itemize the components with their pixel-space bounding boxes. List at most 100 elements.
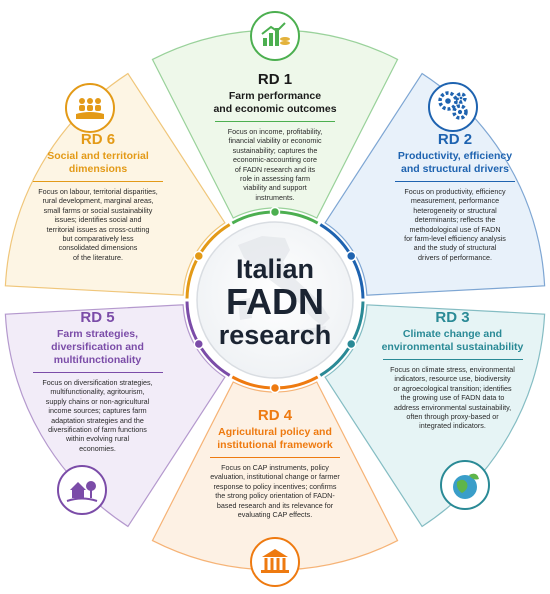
rd4-desc-line: evaluation, institutional change or farm…: [210, 472, 340, 482]
rd4-desc-line: evaluating CAP effects.: [237, 510, 313, 520]
rd6-desc-line: but comparatively less: [62, 234, 134, 244]
rd3-desc-line: often through proxy-based or: [406, 412, 499, 422]
rd6-title: Social and territorial dimensions: [8, 150, 188, 176]
rd2-ring-dot: [345, 250, 357, 262]
rd1-desc-line: viability and support: [243, 183, 307, 193]
rd5-desc-line: supply chains or non-agricultural: [45, 396, 150, 406]
rd6-desc-line: rural development, marginal areas,: [42, 196, 154, 206]
rd3-desc-line: integrated indicators.: [419, 421, 486, 431]
rd2-panel: RD 2 Productivity, efficiency and struct…: [370, 132, 540, 262]
rd5-title-line: multifunctionality: [53, 354, 142, 366]
rd1-divider: [215, 121, 335, 122]
rd1-sector: [151, 29, 399, 219]
rd5-description: Focus on diversification strategies, mul…: [10, 378, 185, 453]
center-title-line2: FADN: [226, 281, 324, 322]
rd4-desc-line: Focus on CAP instruments, policy: [221, 463, 329, 472]
rd6-title-line: Social and territorial: [47, 150, 149, 162]
rd1-title-line: and economic outcomes: [213, 103, 337, 115]
rd5-divider: [32, 372, 163, 373]
rd2-title: Productivity, efficiency and structural …: [370, 150, 540, 176]
rd6-desc-line: small farms or social sustainability: [43, 205, 153, 215]
rd6-desc-line: issues; identifies social and: [54, 215, 142, 225]
rd4-description: Focus on CAP instruments, policy evaluat…: [185, 463, 365, 519]
rd3-desc-line: Focus on climate stress, environmental: [390, 365, 515, 374]
rd1-title: Farm performance and economic outcomes: [195, 90, 355, 116]
rd3-title: Climate change and environmental sustain…: [360, 328, 545, 354]
rd2-title-line: and structural drivers: [401, 163, 509, 175]
rd3-ring-dot: [345, 338, 357, 350]
rd6-title-line: dimensions: [68, 163, 128, 175]
rd6-description: Focus on labour, territorial disparities…: [8, 187, 188, 262]
rd5-desc-line: adaptation strategies and the: [51, 415, 144, 425]
rd6-desc-line: Focus on labour, territorial disparities…: [38, 187, 158, 196]
rd1-desc-line: economic-accounting core: [233, 155, 317, 165]
rd6-divider: [33, 181, 163, 182]
rd4-sector: [151, 381, 399, 571]
rd1-ring-dot: [269, 206, 281, 218]
rd2-desc-line: heterogeneity or structural: [413, 205, 497, 215]
rd4-title-line: Agricultural policy and: [218, 426, 332, 438]
rd3-description: Focus on climate stress, environmental i…: [360, 365, 545, 431]
rd5-desc-line: economies.: [79, 443, 116, 453]
rd6-number: RD 6: [80, 131, 116, 148]
rd5-title: Farm strategies, diversification and mul…: [10, 328, 185, 367]
rd2-desc-line: methodological use of FADN: [409, 224, 501, 234]
rd6-desc-line: of the literature.: [73, 252, 123, 262]
rd2-desc-line: and the study of structural: [413, 243, 497, 253]
rd4-desc-line: based research and its relevance for: [216, 500, 334, 510]
farmhouse-tree-icon: [57, 465, 107, 515]
rd3-number: RD 3: [435, 309, 470, 326]
rd3-desc-line: address environmental sustainability,: [393, 402, 512, 412]
rd5-panel: RD 5 Farm strategies, diversification an…: [10, 310, 185, 453]
bar-chart-coins-icon: [250, 11, 300, 61]
rd2-desc-line: measurement, performance: [410, 196, 500, 206]
rd4-number: RD 4: [257, 407, 293, 424]
rd4-divider: [210, 457, 340, 458]
institution-building-icon: [250, 537, 300, 587]
rd4-desc-line: the strong policy orientation of FADN-: [215, 491, 335, 501]
rd2-desc-line: determinants; reflects the: [414, 215, 496, 225]
rd2-description: Focus on productivity, efficiency measur…: [370, 187, 540, 262]
rd5-desc-line: diversification of farm functions: [48, 425, 147, 435]
rd3-panel: RD 3 Climate change and environmental su…: [360, 310, 545, 431]
rd4-ring-dot: [269, 382, 281, 394]
italy-map-silhouette: [238, 236, 330, 340]
globe-leaf-icon: [440, 460, 490, 510]
rd2-divider: [395, 181, 515, 182]
rd6-ring-dot: [193, 250, 205, 262]
gears-icon: [428, 82, 478, 132]
rd3-desc-line: indicators, resource use, biodiversity: [394, 374, 511, 384]
rd1-desc-line: of FADN research and its: [234, 164, 316, 174]
rd5-title-line: Farm strategies,: [56, 328, 139, 340]
rd1-panel: RD 1 Farm performance and economic outco…: [195, 72, 355, 202]
rd4-title: Agricultural policy and institutional fr…: [185, 426, 365, 452]
rd4-desc-line: response to policy incentives; confirms: [213, 481, 337, 491]
rd1-desc-line: Focus on income, profitability,: [227, 127, 323, 136]
rd1-number: RD 1: [257, 71, 293, 88]
rd1-desc-line: sustainability; captures the: [232, 145, 318, 155]
rd5-ring-dot: [193, 338, 205, 350]
rd6-panel: RD 6 Social and territorial dimensions F…: [8, 132, 188, 262]
rd1-desc-line: role in assessing farm: [240, 174, 310, 184]
rd5-desc-line: multifunctionality, agritourism,: [50, 387, 145, 397]
center-title-line3: research: [218, 320, 332, 350]
rd5-title-line: diversification and: [51, 341, 144, 353]
rd3-title-line: environmental sustainability: [381, 341, 524, 353]
rd5-number: RD 5: [80, 309, 115, 326]
rd3-desc-line: or agroecological transition; identifies: [393, 383, 512, 393]
rd2-desc-line: Focus on productivity, efficiency: [404, 187, 506, 196]
rd2-title-line: Productivity, efficiency: [397, 150, 513, 162]
rd2-desc-line: drivers of performance.: [418, 252, 492, 262]
rd4-panel: RD 4 Agricultural policy and institution…: [185, 408, 365, 519]
rd6-desc-line: consolidated dimensions: [58, 243, 138, 253]
rd1-desc-line: instruments.: [255, 192, 295, 202]
rd2-number: RD 2: [437, 131, 473, 148]
center-title-line1: Italian: [235, 254, 315, 284]
rd4-title-line: institutional framework: [217, 439, 333, 451]
rd1-description: Focus on income, profitability, financia…: [195, 127, 355, 202]
rd3-divider: [382, 359, 523, 360]
rd3-desc-line: the growing use of FADN data to: [400, 393, 505, 403]
rd2-desc-line: for farm-level efficiency analysis: [404, 234, 506, 244]
